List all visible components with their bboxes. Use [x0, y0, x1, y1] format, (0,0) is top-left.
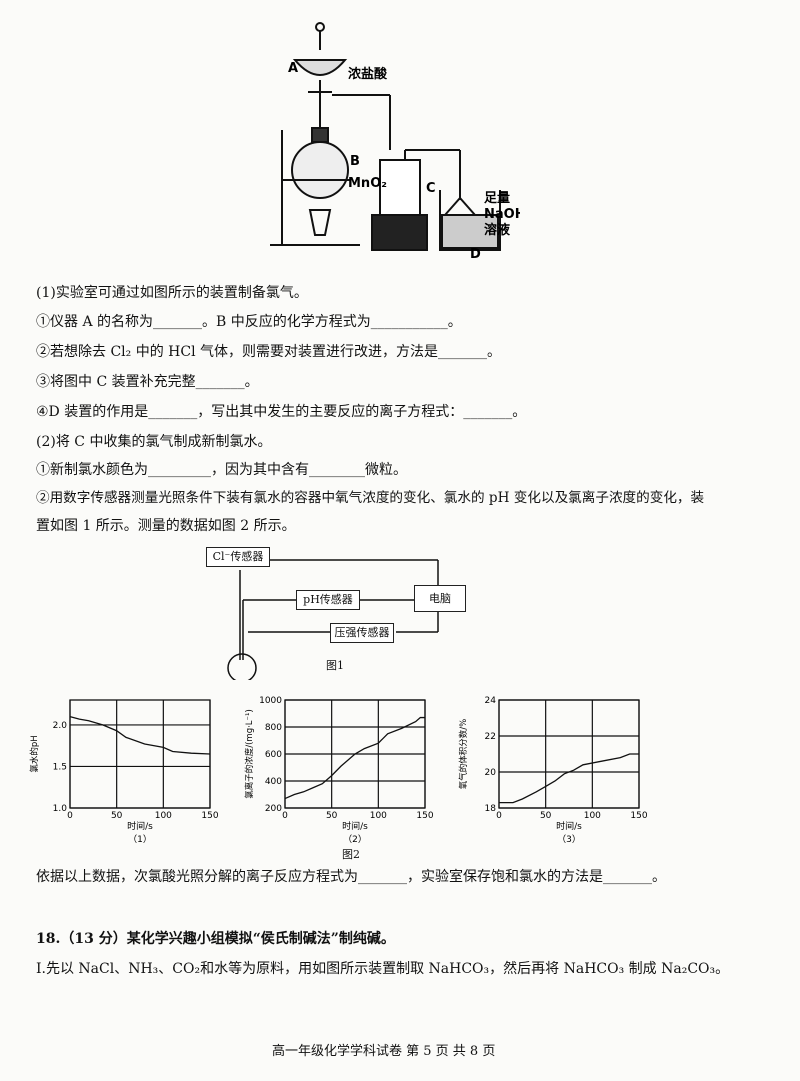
x-tick-label: 100: [370, 811, 387, 821]
series-line: [499, 753, 639, 804]
page-footer: 高一年级化学学科试卷 第 5 页 共 8 页: [272, 1044, 496, 1059]
label-naoh-3: 溶液: [484, 222, 510, 238]
question-1: (1)实验室可通过如图所示的装置制备氯气。: [36, 285, 308, 301]
cl-sensor-box: Cl⁻传感器: [206, 547, 270, 567]
question-2: (2)将 C 中收集的氯气制成新制氯水。: [36, 434, 272, 450]
x-tick-label: 0: [67, 811, 73, 821]
label-mno2: MnO₂: [348, 176, 387, 191]
x-tick-label: 100: [584, 811, 601, 821]
chlorine-apparatus-diagram: A 浓盐酸 B MnO₂ C D 足量 NaOH 溶液: [270, 22, 520, 260]
x-tick-label: 150: [416, 811, 433, 821]
question-2-c: 依据以上数据，次氯酸光照分解的离子反应方程式为_______，实验室保存饱和氯水…: [36, 869, 666, 885]
series-line: [284, 716, 425, 800]
figure-1-caption: 图1: [326, 659, 344, 672]
y-axis-label: 氯离子的浓度/(mg·L⁻¹): [244, 709, 255, 799]
x-axis-label: 时间/s: [556, 820, 582, 832]
y-tick-label: 18: [485, 804, 497, 814]
label-d: D: [470, 247, 481, 260]
x-tick-label: 150: [201, 811, 218, 821]
y-axis-label: 氧气的体积分数/%: [458, 719, 469, 789]
y-axis-label: 氯水的pH: [29, 735, 40, 772]
x-tick-label: 50: [111, 811, 123, 821]
computer-box: 电脑: [414, 585, 466, 612]
y-tick-label: 2.0: [53, 721, 68, 731]
question-18-part-1: I.先以 NaCl、NH₃、CO₂和水等为原料，用如图所示装置制取 NaHCO₃…: [36, 961, 730, 977]
label-naoh-1: 足量: [484, 191, 510, 206]
plot-frame: [498, 699, 640, 809]
figure-1-diagram: [227, 559, 439, 680]
figure-2-caption: 图2: [342, 848, 360, 861]
label-c: C: [426, 181, 436, 196]
pressure-sensor-box: 压强传感器: [330, 623, 394, 643]
x-tick-label: 0: [496, 811, 502, 821]
y-tick-label: 1000: [259, 696, 282, 706]
y-tick-label: 1.0: [53, 804, 68, 814]
x-tick-label: 50: [540, 811, 552, 821]
series-line: [69, 715, 211, 755]
label-acid: 浓盐酸: [348, 66, 388, 82]
question-18: 18.（13 分）某化学兴趣小组模拟“侯氏制碱法”制纯碱。: [36, 931, 395, 947]
question-1-a: ①仪器 A 的名称为_______。B 中反应的化学方程式为__________…: [36, 314, 462, 330]
chart-subcaption: （3）: [557, 834, 581, 845]
y-tick-label: 22: [485, 732, 496, 742]
figure-2-charts: 0 50 100 150 1.0 1.5 2.0 时间/s （1） 氯水的pH 0 50 100 150 2…: [29, 696, 648, 845]
x-axis-label: 时间/s: [342, 820, 368, 832]
ph-sensor-box: pH传感器: [296, 590, 360, 610]
chart-subcaption: （1）: [128, 834, 152, 845]
label-a: A: [288, 61, 298, 76]
x-tick-label: 0: [282, 811, 288, 821]
question-2-b-line2: 置如图 1 所示。测量的数据如图 2 所示。: [36, 518, 296, 534]
x-axis-label: 时间/s: [127, 820, 153, 832]
question-1-b: ②若想除去 Cl₂ 中的 HCl 气体，则需要对装置进行改进，方法是______…: [36, 344, 501, 360]
question-2-b-line1: ②用数字传感器测量光照条件下装有氯水的容器中氧气浓度的变化、氯水的 pH 变化以…: [36, 490, 705, 506]
question-2-a: ①新制氯水颜色为_________，因为其中含有________微粒。: [36, 462, 407, 478]
y-tick-label: 400: [265, 777, 282, 787]
x-tick-label: 50: [326, 811, 338, 821]
x-tick-label: 100: [155, 811, 172, 821]
y-tick-label: 800: [265, 723, 282, 733]
y-tick-label: 200: [265, 804, 282, 814]
y-tick-label: 20: [485, 768, 497, 778]
y-tick-label: 24: [485, 696, 497, 706]
label-b: B: [350, 154, 360, 169]
plot-frame: [69, 699, 211, 809]
label-naoh-2: NaOH: [484, 207, 520, 222]
y-tick-label: 600: [265, 750, 282, 760]
question-1-c: ③将图中 C 装置补充完整_______。: [36, 374, 259, 390]
chart-subcaption: （2）: [343, 834, 367, 845]
x-tick-label: 150: [630, 811, 647, 821]
question-1-d: ④D 装置的作用是_______，写出其中发生的主要反应的离子方程式：_____…: [36, 404, 527, 420]
y-tick-label: 1.5: [53, 762, 67, 772]
